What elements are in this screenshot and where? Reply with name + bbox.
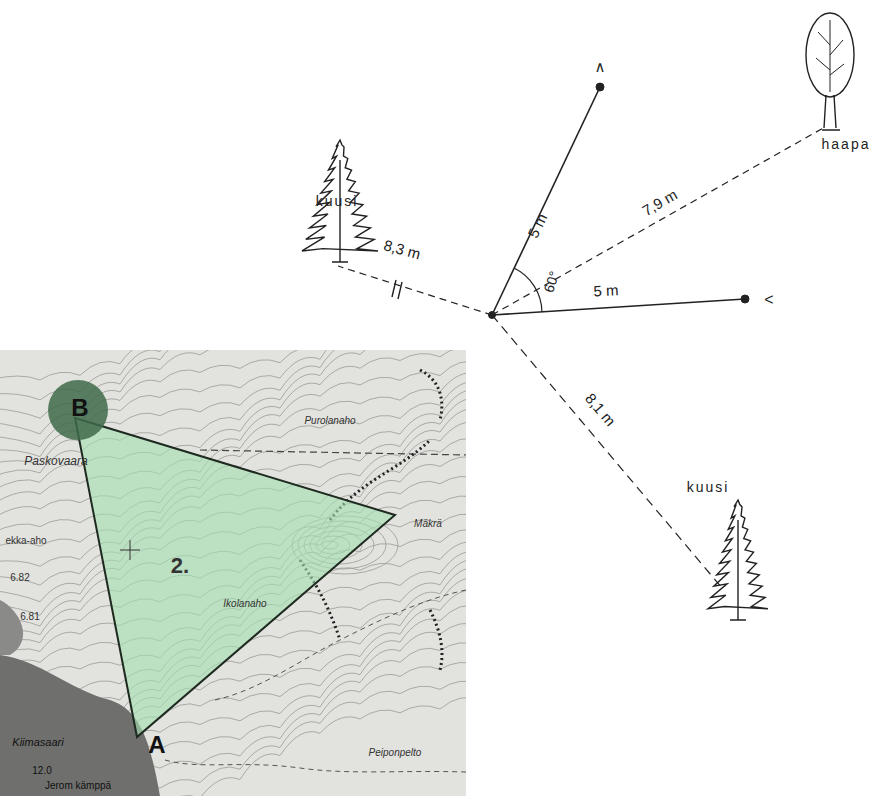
field-sketch <box>302 13 854 620</box>
map-label: 12.0 <box>32 765 51 776</box>
map-label: ekka-aho <box>5 535 46 546</box>
map-label: Mäkrä <box>414 518 442 529</box>
map-label: Jerom kämppä <box>45 780 111 791</box>
measurement-label: 8,1 m <box>582 390 619 429</box>
contour-line <box>0 350 466 478</box>
measurement-label: 7,9 m <box>640 186 681 219</box>
map-label: Ikolanaho <box>223 598 266 609</box>
measurement-label: 8,3 m <box>382 237 423 263</box>
map-label: Paskovaara <box>24 455 87 468</box>
measurement-label: kuusi <box>316 194 359 209</box>
measurement-label: 60° <box>541 270 562 295</box>
map-label: Purolanaho <box>304 415 355 426</box>
contour-line <box>0 350 466 447</box>
map-label: Kiimasaari <box>12 736 63 748</box>
measurement-label: haapa <box>822 137 871 152</box>
tree-trunk <box>730 520 746 620</box>
map-label: B <box>71 395 88 421</box>
contour-line <box>0 638 466 796</box>
map-label: A <box>148 732 165 758</box>
measurement-label: ∧ <box>595 59 606 76</box>
contour-line <box>0 350 466 465</box>
measurement-label: kuusi <box>687 480 730 495</box>
map-label: Peiponpelto <box>369 747 422 758</box>
contour-line <box>0 655 466 796</box>
measurement-label: 5 m <box>593 282 619 300</box>
map-label: 2. <box>171 554 189 578</box>
topographic-map <box>0 350 466 796</box>
measurement-label: < <box>764 291 773 309</box>
tree-trunk <box>332 160 348 262</box>
map-label: 6.82 <box>10 572 29 583</box>
contour-line <box>0 350 466 380</box>
map-label: 6.81 <box>20 611 39 622</box>
